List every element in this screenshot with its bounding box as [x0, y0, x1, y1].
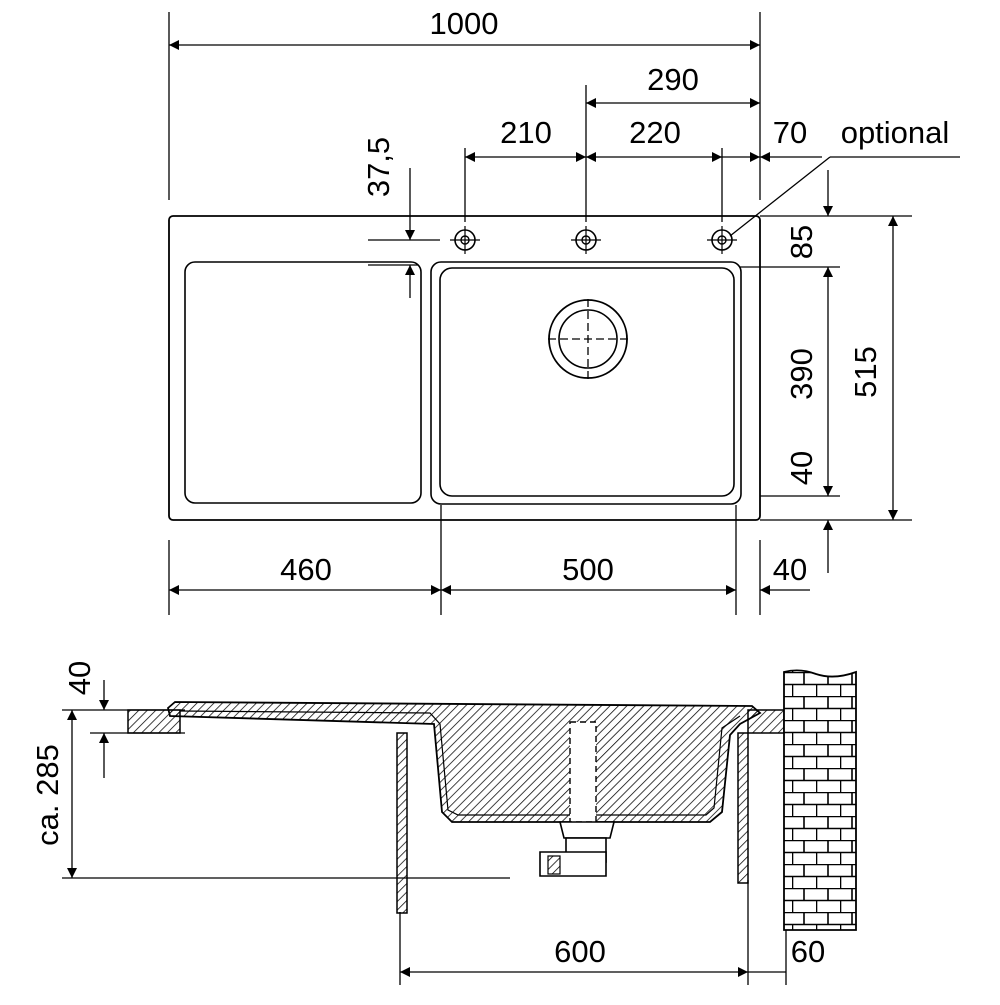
sink-outline — [168, 215, 761, 521]
label-rim-thickness: 40 — [62, 661, 97, 695]
label-tap-offset: 290 — [647, 62, 699, 97]
tap-hole-icon — [571, 226, 601, 254]
drain-hole-icon — [548, 299, 628, 379]
label-bowl-depth: 390 — [784, 348, 819, 400]
bowl-outer — [430, 261, 742, 505]
label-right-edge: 40 — [773, 552, 807, 587]
leader-optional — [729, 156, 831, 237]
top-view: 1000 290 210 220 70 optional 37,5 85 390… — [168, 6, 960, 615]
cabinet-wall-left — [396, 732, 408, 914]
label-bowl-height: ca. 285 — [30, 744, 65, 846]
cabinet-wall-right — [737, 732, 749, 884]
label-drainer-width: 460 — [280, 552, 332, 587]
label-hole-spacing-left: 210 — [500, 115, 552, 150]
label-wall-gap: 60 — [791, 934, 825, 969]
label-overall-depth: 515 — [848, 346, 883, 398]
side-dimension-lines — [67, 680, 786, 977]
tap-hole-icon — [450, 226, 480, 254]
label-front-depth: 40 — [784, 451, 819, 485]
label-optional-offset: 70 — [773, 115, 807, 150]
drainer-area — [184, 261, 422, 504]
countertop-left-section — [127, 709, 181, 734]
label-bowl-width: 500 — [562, 552, 614, 587]
label-hole-edge-distance: 37,5 — [361, 137, 396, 197]
label-optional: optional — [841, 115, 950, 150]
brick-wall — [783, 669, 857, 931]
bowl-inner — [439, 267, 735, 497]
extension-lines — [168, 12, 912, 615]
label-hole-spacing-right: 220 — [629, 115, 681, 150]
drain-pipe-icon — [539, 721, 616, 877]
label-rear-depth: 85 — [784, 225, 819, 259]
label-cabinet-width: 600 — [554, 934, 606, 969]
sink-profile — [166, 701, 762, 823]
side-view: 40 ca. 285 600 60 — [30, 661, 857, 985]
optional-tap-hole-icon — [707, 226, 737, 254]
label-overall-width: 1000 — [430, 6, 499, 41]
dimension-lines — [169, 40, 960, 595]
